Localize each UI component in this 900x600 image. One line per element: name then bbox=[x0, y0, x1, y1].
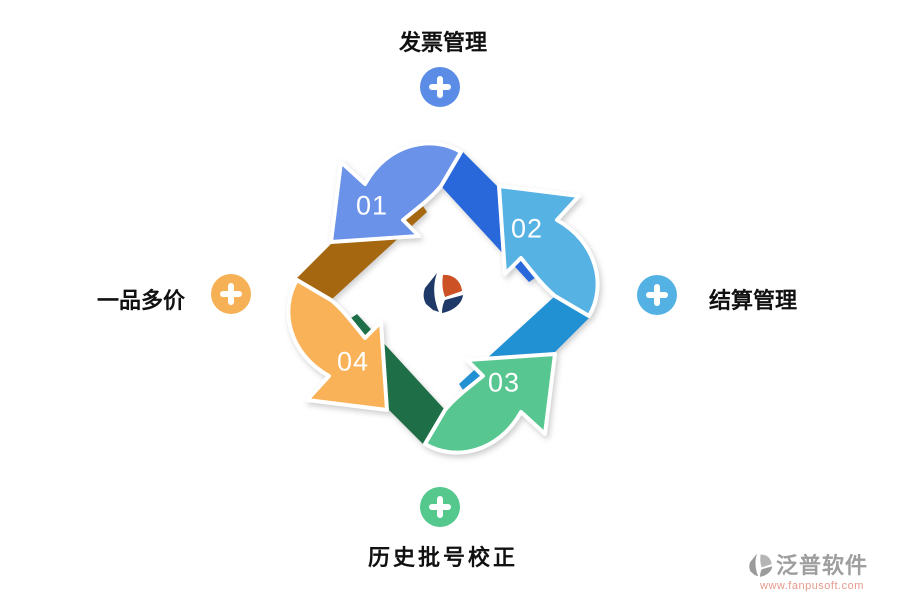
step-number-02: 02 bbox=[510, 213, 544, 244]
node-label-multi-price: 一品多价 bbox=[96, 288, 185, 313]
step-number-03: 03 bbox=[487, 367, 521, 398]
node-label-settlement: 结算管理 bbox=[709, 288, 798, 313]
watermark: 泛普软件 www.fanpusoft.com bbox=[746, 548, 892, 592]
arrow-front-04 bbox=[286, 278, 389, 412]
step-number-04: 04 bbox=[336, 346, 370, 377]
cycle-arrows-graphic bbox=[286, 141, 600, 455]
plus-bar bbox=[654, 284, 660, 306]
fanpu-logo bbox=[423, 273, 463, 313]
plus-icon-right bbox=[637, 275, 677, 315]
watermark-logo-flame bbox=[760, 554, 772, 568]
plus-icon-top bbox=[420, 67, 460, 107]
plus-icon-bottom bbox=[420, 487, 460, 527]
node-label-invoice: 发票管理 bbox=[398, 30, 487, 55]
watermark-logo-icon bbox=[749, 553, 773, 577]
arrow-front-02 bbox=[497, 184, 600, 318]
plus-bar bbox=[437, 496, 443, 518]
arrow-front-01 bbox=[329, 141, 463, 244]
plus-bar bbox=[228, 283, 234, 305]
watermark-brand-text: 泛普软件 bbox=[776, 553, 869, 578]
node-label-batch-correction: 历史批号校正 bbox=[367, 545, 518, 570]
watermark-logo-swoosh bbox=[760, 566, 773, 577]
logo-flame-shape bbox=[442, 274, 462, 297]
arrow-front-03 bbox=[423, 352, 557, 455]
logo-swoosh-shape bbox=[442, 295, 463, 313]
plus-bar bbox=[437, 76, 443, 98]
step-number-01: 01 bbox=[355, 190, 389, 221]
watermark-logo-left bbox=[749, 553, 759, 577]
plus-icon-left bbox=[211, 274, 251, 314]
watermark-url-text: www.fanpusoft.com bbox=[760, 580, 864, 592]
logo-left-shape bbox=[423, 273, 439, 312]
